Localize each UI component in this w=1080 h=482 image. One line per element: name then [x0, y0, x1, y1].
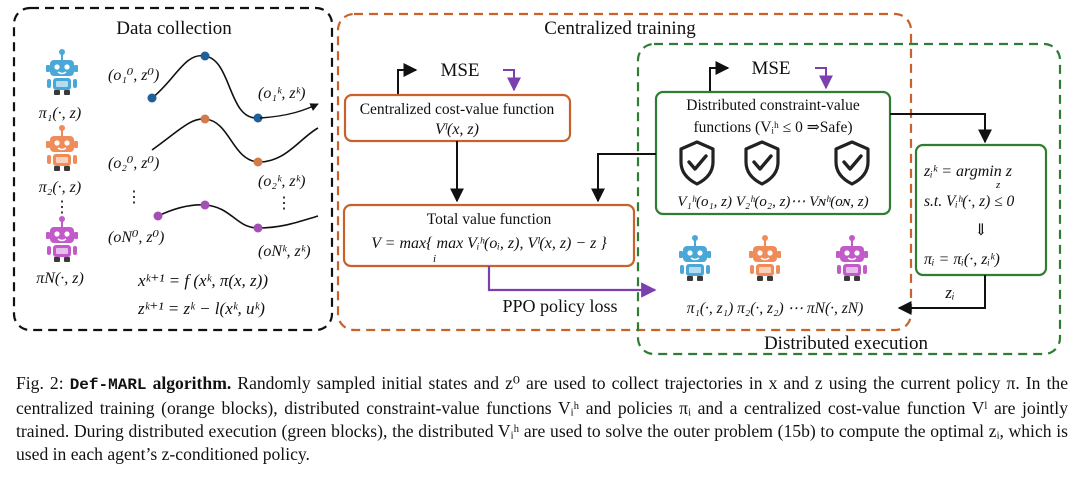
- trajectory-point: [253, 223, 263, 233]
- optimizer-to-policy-arrow: [897, 275, 986, 315]
- total-value-formula: V = max{ max Vᵢʰ(oᵢ, z), Vˡ(x, z) − z }: [371, 235, 607, 252]
- mse-label-right: MSE: [751, 58, 790, 79]
- def-marl-diagram: Data collection Centralized training Dis…: [12, 6, 1062, 356]
- total-value-subscript: i: [433, 253, 436, 265]
- dynamics-equation-x: xᵏ⁺¹ = f (xᵏ, π(x, z)): [137, 271, 268, 290]
- optimizer-line-3: πᵢ = πᵢ(·, zᵢᵏ): [924, 251, 1000, 268]
- trajectory-n: [157, 204, 319, 229]
- caption-algo-tail: algorithm.: [146, 373, 232, 393]
- trajectory-point: [253, 113, 263, 123]
- end-label-n: (oNᵏ, zᵏ): [258, 243, 311, 260]
- start-label-2: (o₂⁰, z⁰): [108, 155, 159, 172]
- mse-purple-arrow-left: [503, 69, 521, 92]
- constraint-value-title-1: Distributed constraint-value: [686, 97, 860, 114]
- distributed-execution-title: Distributed execution: [764, 333, 929, 354]
- ppo-loss-label: PPO policy loss: [502, 296, 617, 316]
- trajectory-end-arrow: [259, 103, 319, 119]
- robot-icon: [678, 234, 712, 282]
- constraint-value-title-2: functions (Vᵢʰ ≤ 0 ⇒Safe): [693, 119, 852, 136]
- optimizer-line-1: zᵢᵏ = argmin z: [923, 163, 1013, 180]
- robot-icon: [45, 215, 79, 263]
- policy-label-1: π₁(·, z): [39, 105, 81, 122]
- end-label-1: (o₁ᵏ, zᵏ): [258, 85, 305, 102]
- constraint-value-labels: V₁ʰ(o₁, z) V₂ʰ(o₂, z)⋯ Vɴʰ(oɴ, z): [677, 194, 868, 210]
- zi-label: zᵢ: [944, 283, 954, 302]
- dynamics-equation-z: zᵏ⁺¹ = zᵏ − l(xᵏ, uᵏ): [137, 299, 265, 318]
- centralized-training-title: Centralized training: [544, 18, 696, 39]
- mse-arrow-right: [709, 61, 730, 92]
- distributed-execution-panel: [636, 42, 1062, 356]
- policy-label-n: πN(·, z): [36, 270, 84, 287]
- cost-value-title: Centralized cost-value function: [360, 101, 555, 118]
- start-label-1: (o₁⁰, z⁰): [108, 67, 159, 84]
- end-label-2: (o₂ᵏ, zᵏ): [258, 173, 305, 190]
- robot-icon: [45, 48, 79, 96]
- data-collection-panel: [12, 6, 334, 332]
- total-value-title: Total value function: [427, 211, 552, 228]
- trajectory-1: [151, 54, 259, 119]
- vdots-mid: ⋮: [126, 189, 142, 206]
- mse-arrow-left: [397, 63, 418, 94]
- execution-policy-row: π₁(·, z₁) π₂(·, z₂) ⋯ πN(·, zN): [687, 300, 864, 317]
- vdots-left: ⋮: [54, 199, 70, 216]
- robot-icon: [835, 234, 869, 282]
- optimizer-line-2: s.t. Vᵢʰ(·, z) ≤ 0: [924, 193, 1015, 210]
- trajectory-point: [253, 157, 263, 167]
- optimizer-box: [914, 143, 1048, 277]
- trajectory-point: [147, 93, 157, 103]
- robot-icon: [45, 124, 79, 172]
- caption-fig-label: Fig. 2:: [16, 373, 64, 393]
- figure-caption: Fig. 2: Def-MARL algorithm. Randomly sam…: [16, 372, 1068, 466]
- caption-algo-name: Def-MARL: [69, 376, 147, 394]
- data-collection-title: Data collection: [116, 18, 232, 39]
- ppo-loss-arrow: [487, 266, 657, 298]
- trajectory-point: [200, 200, 210, 210]
- optimizer-arrow: ⇓: [974, 222, 987, 239]
- caption-text: Randomly sampled initial states and z⁰ a…: [16, 373, 1069, 464]
- start-label-n: (oN⁰, z⁰): [108, 229, 164, 246]
- mse-label-left: MSE: [440, 60, 479, 81]
- optimizer-subscript: z: [995, 179, 1001, 191]
- robot-icon: [748, 234, 782, 282]
- constraint-to-total-arrow: [591, 153, 656, 203]
- cost-value-formula: Vˡ(x, z): [435, 121, 479, 138]
- mse-purple-arrow-right: [815, 67, 833, 90]
- trajectory-point: [200, 51, 210, 61]
- trajectory-2: [151, 118, 319, 163]
- constraint-to-optimizer-arrow: [890, 113, 992, 144]
- trajectory-point: [153, 211, 163, 221]
- policy-label-2: π₂(·, z): [39, 179, 81, 196]
- vdots-right: ⋮: [276, 195, 292, 212]
- centralized-training-panel: [336, 12, 913, 332]
- trajectory-point: [200, 114, 210, 124]
